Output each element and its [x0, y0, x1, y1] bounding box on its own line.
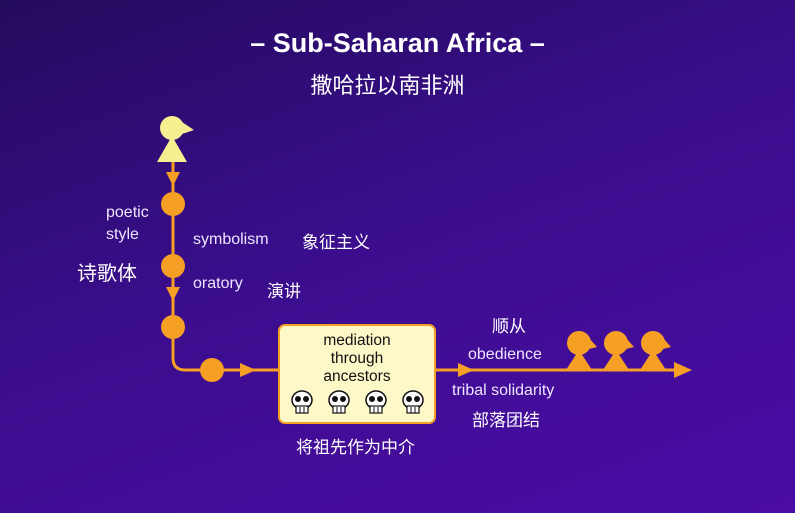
symbolism-cn: 象征主义	[302, 233, 370, 252]
person-icon	[566, 331, 597, 370]
arrow-right-icon	[674, 362, 692, 378]
arrow-down-icon	[166, 172, 180, 186]
slide-title: – Sub-Saharan Africa –	[250, 28, 545, 58]
poetic-style-cn: 诗歌体	[77, 263, 137, 285]
mediation-line: mediation	[323, 332, 391, 349]
oratory-label: oratory	[193, 275, 243, 292]
obedience-label: obedience	[468, 346, 542, 363]
mediation-box: mediation through ancestors	[278, 324, 436, 424]
oratory-cn: 演讲	[267, 282, 301, 301]
skull-icon	[328, 390, 350, 414]
arrow-down-icon	[166, 287, 180, 301]
arrow-right-icon	[240, 363, 256, 377]
skull-icon	[291, 390, 313, 414]
poetic-label: poetic	[106, 204, 149, 221]
node-corner	[200, 358, 224, 382]
node-poetic-style	[161, 192, 185, 216]
mediation-cn: 将祖先作为中介	[296, 438, 415, 457]
node-oratory	[161, 254, 185, 278]
speaker-figure-icon	[157, 116, 194, 162]
tribal-solidarity-cn: 部落团结	[472, 411, 540, 430]
obedience-cn: 顺从	[492, 317, 526, 336]
style-label: style	[106, 226, 139, 243]
skull-icon	[402, 390, 424, 414]
skulls	[291, 390, 424, 414]
arrowheads	[166, 172, 692, 378]
tribe-figures-icon	[566, 331, 671, 370]
arrow-right-icon	[458, 363, 474, 377]
slide-subtitle: 撒哈拉以南非洲	[310, 73, 465, 98]
mediation-line: through	[330, 350, 384, 367]
mediation-line: ancestors	[323, 368, 391, 385]
flow-nodes	[161, 192, 224, 382]
skull-icon	[365, 390, 387, 414]
person-icon	[640, 331, 671, 370]
person-icon	[603, 331, 634, 370]
symbolism-label: symbolism	[193, 231, 269, 248]
node-third	[161, 315, 185, 339]
tribal-solidarity-label: tribal solidarity	[452, 382, 555, 399]
